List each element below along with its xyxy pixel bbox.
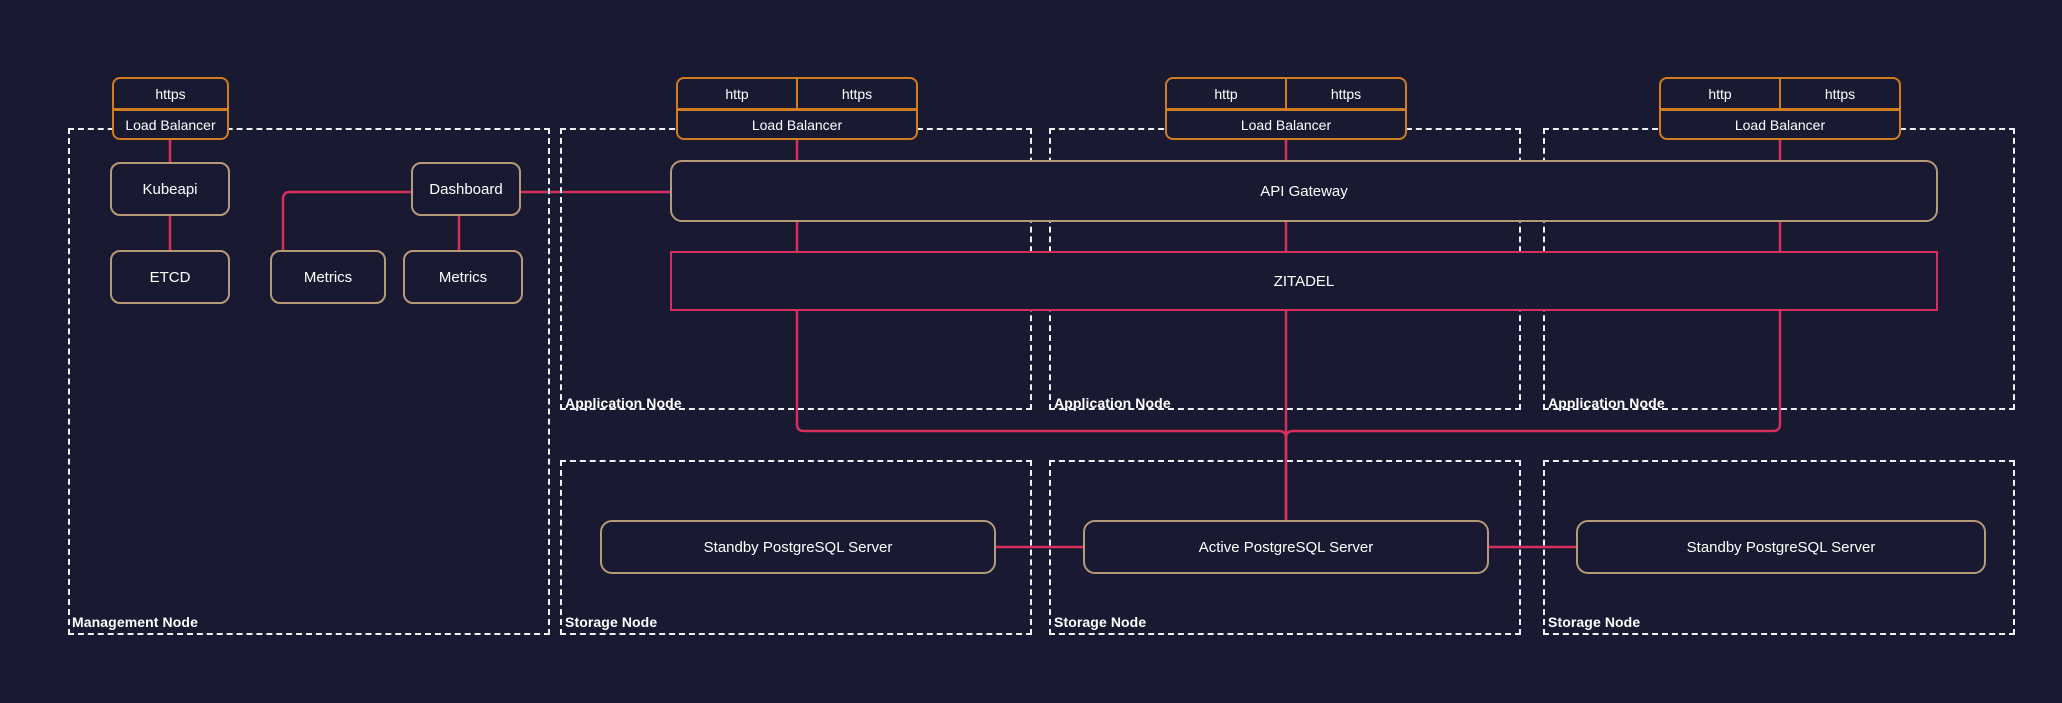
database-standby-right[interactable]: Standby PostgreSQL Server (1576, 520, 1986, 574)
service-etcd[interactable]: ETCD (110, 250, 230, 304)
management-load-balancer[interactable]: Load Balancer (112, 110, 229, 140)
app-lb-3-protocol-https[interactable]: https (1780, 77, 1901, 110)
storage-node-label-3: Storage Node (1548, 614, 1641, 630)
storage-node-container-2 (1049, 460, 1521, 635)
app-load-balancer-2[interactable]: Load Balancer (1165, 110, 1407, 140)
service-api-gateway[interactable]: API Gateway (670, 160, 1938, 222)
service-dashboard[interactable]: Dashboard (411, 162, 521, 216)
app-lb-1-protocol-http[interactable]: http (676, 77, 797, 110)
management-node-container (68, 128, 550, 635)
application-node-label-3: Application Node (1548, 395, 1665, 411)
management-lb-protocol-https[interactable]: https (112, 77, 229, 110)
service-kubeapi[interactable]: Kubeapi (110, 162, 230, 216)
storage-node-label-2: Storage Node (1054, 614, 1147, 630)
storage-node-container-3 (1543, 460, 2015, 635)
database-standby-left[interactable]: Standby PostgreSQL Server (600, 520, 996, 574)
database-active[interactable]: Active PostgreSQL Server (1083, 520, 1489, 574)
management-node-label: Management Node (72, 614, 198, 630)
app-load-balancer-1[interactable]: Load Balancer (676, 110, 918, 140)
application-node-label-1: Application Node (565, 395, 682, 411)
app-load-balancer-3[interactable]: Load Balancer (1659, 110, 1901, 140)
app-lb-2-protocol-http[interactable]: http (1165, 77, 1286, 110)
app-lb-1-protocol-https[interactable]: https (797, 77, 918, 110)
storage-node-label-1: Storage Node (565, 614, 658, 630)
app-lb-2-protocol-https[interactable]: https (1286, 77, 1407, 110)
application-node-label-2: Application Node (1054, 395, 1171, 411)
storage-node-container-1 (560, 460, 1032, 635)
service-metrics-2[interactable]: Metrics (403, 250, 523, 304)
service-zitadel[interactable]: ZITADEL (670, 251, 1938, 311)
app-lb-3-protocol-http[interactable]: http (1659, 77, 1780, 110)
service-metrics-1[interactable]: Metrics (270, 250, 386, 304)
